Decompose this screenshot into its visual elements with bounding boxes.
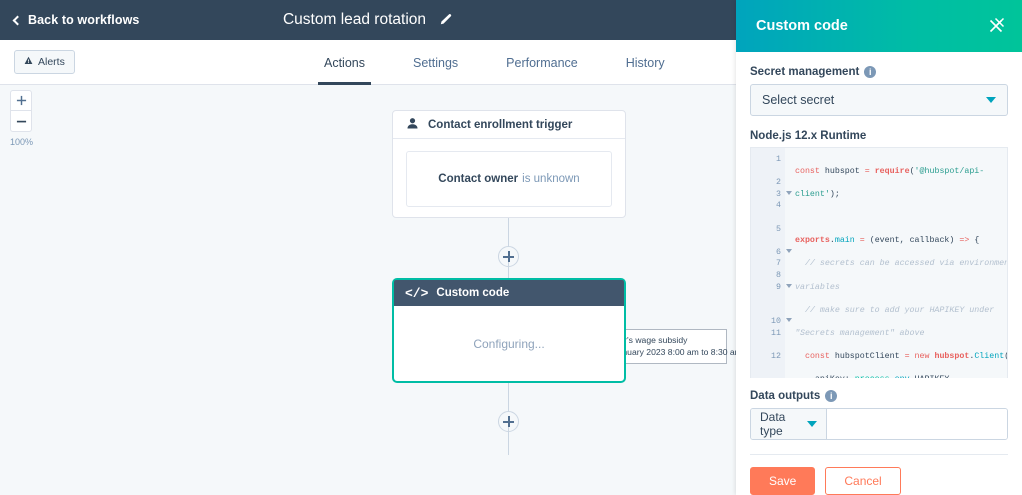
editor-line-number — [751, 235, 785, 247]
secret-management-label: Secret management i — [750, 66, 1008, 78]
add-action-button-bottom[interactable] — [498, 411, 519, 432]
info-icon[interactable]: i — [825, 390, 838, 402]
data-outputs-text: Data outputs — [750, 390, 821, 402]
connector-line — [508, 262, 509, 278]
connector-line — [508, 383, 509, 411]
info-icon[interactable]: i — [864, 66, 877, 78]
fold-arrow-icon[interactable] — [786, 248, 792, 253]
chevron-left-icon — [12, 15, 23, 25]
editor-line-number: 8 — [776, 270, 781, 280]
data-output-row: Data type — [750, 408, 1008, 440]
tooltip-line-2: from Thursday, 26 January 2023 8:00 am t… — [542, 347, 736, 358]
trigger-node-header: Contact enrollment trigger — [393, 111, 625, 139]
node-contact-enrollment-trigger[interactable]: Contact enrollment trigger Contact owner… — [392, 110, 626, 218]
close-icon[interactable] — [986, 15, 1008, 37]
select-secret-value: Select secret — [762, 93, 835, 107]
tab-bar: Alerts Actions Settings Performance Hist… — [0, 40, 736, 85]
tab-settings-label: Settings — [413, 55, 459, 70]
zoom-controls: 100% — [10, 90, 33, 147]
editor-line-number: 2 — [776, 178, 781, 188]
zoom-level-label: 100% — [10, 137, 34, 147]
back-to-workflows-link[interactable]: Back to workflows — [12, 13, 140, 27]
panel-actions: Save Cancel — [750, 454, 1008, 495]
editor-line-number: 7 — [776, 259, 781, 269]
editor-line-number — [751, 212, 785, 224]
contact-person-icon — [406, 117, 419, 133]
trigger-node-title: Contact enrollment trigger — [428, 118, 573, 131]
secret-management-text: Secret management — [750, 66, 860, 78]
panel-body: Secret management i Select secret Node.j… — [736, 52, 1022, 378]
editor-line-number — [751, 363, 785, 375]
panel-header: Custom code — [736, 0, 1022, 52]
back-to-workflows-label: Back to workflows — [28, 13, 140, 27]
chevron-down-icon — [986, 97, 996, 103]
editor-line-number: 11 — [771, 328, 781, 338]
fold-arrow-icon[interactable] — [786, 283, 792, 288]
runtime-label: Node.js 12.x Runtime — [750, 130, 867, 142]
code-brackets-icon: </> — [405, 285, 429, 301]
tab-actions-label: Actions — [324, 55, 365, 70]
code-node-title: Custom code — [436, 287, 510, 299]
editor-line-number — [751, 305, 785, 317]
zoom-in-button[interactable] — [10, 90, 32, 111]
top-bar: Back to workflows Custom lead rotation — [0, 0, 736, 40]
select-secret-dropdown[interactable]: Select secret — [750, 84, 1008, 116]
plus-icon — [16, 95, 26, 106]
fold-arrow-icon[interactable] — [786, 190, 792, 195]
editor-line-number: 1 — [776, 155, 781, 164]
trigger-node-body: Contact owner is unknown — [393, 139, 625, 219]
code-node-header: </> Custom code — [394, 280, 624, 306]
data-type-dropdown[interactable]: Data type — [751, 409, 827, 439]
connector-line — [508, 218, 509, 246]
editor-code-area[interactable]: const hubspot = require('@hubspot/api- c… — [785, 148, 1007, 378]
data-output-name-input[interactable] — [827, 409, 1007, 439]
editor-line-number — [751, 166, 785, 178]
chevron-down-icon — [807, 421, 817, 427]
alerts-button[interactable]: Alerts — [14, 50, 75, 74]
editor-line-number: 4 — [776, 201, 781, 211]
workflow-title: Custom lead rotation — [282, 11, 427, 28]
cancel-button[interactable]: Cancel — [825, 467, 901, 495]
minus-icon — [16, 120, 26, 122]
editor-line-number: 12 — [771, 352, 781, 362]
code-node-status: Configuring... — [473, 336, 545, 351]
editor-line-number: 9 — [751, 282, 792, 294]
tab-performance[interactable]: Performance — [482, 40, 602, 85]
fold-arrow-icon[interactable] — [786, 318, 792, 323]
editor-line-number: 6 — [751, 247, 792, 259]
editor-line-number — [751, 340, 785, 352]
save-button[interactable]: Save — [750, 467, 816, 495]
panel-title: Custom code — [756, 18, 848, 34]
custom-code-panel: Custom code Secret management i Select s… — [736, 0, 1022, 495]
connector-line — [508, 427, 509, 455]
data-outputs-label: Data outputs i — [750, 390, 1008, 402]
panel-footer: Data outputs i Data type Save Cancel — [736, 378, 1022, 495]
pencil-icon[interactable] — [438, 13, 453, 28]
warning-triangle-icon — [24, 56, 33, 68]
tab-list: Actions Settings Performance History — [300, 40, 689, 85]
tab-performance-label: Performance — [506, 55, 578, 70]
tab-history[interactable]: History — [602, 40, 689, 85]
editor-line-number: 10 — [751, 316, 792, 328]
tab-history-label: History — [625, 55, 665, 70]
editor-line-number — [751, 293, 785, 305]
tab-actions[interactable]: Actions — [300, 40, 389, 85]
tab-settings[interactable]: Settings — [389, 40, 482, 85]
workflow-canvas[interactable]: 100% Contact enrollment trigger Contact … — [0, 85, 736, 495]
criteria-condition: is unknown — [522, 173, 580, 185]
node-custom-code[interactable]: </> Custom code Configuring... — [392, 278, 626, 383]
enrollment-criteria[interactable]: Contact owner is unknown — [406, 151, 612, 207]
editor-line-number: 5 — [776, 224, 781, 234]
criteria-property: Contact owner — [438, 173, 519, 185]
data-type-value: Data type — [760, 410, 786, 438]
alerts-label: Alerts — [38, 56, 65, 68]
editor-line-number: 3 — [751, 189, 792, 201]
zoom-out-button[interactable] — [10, 111, 32, 132]
